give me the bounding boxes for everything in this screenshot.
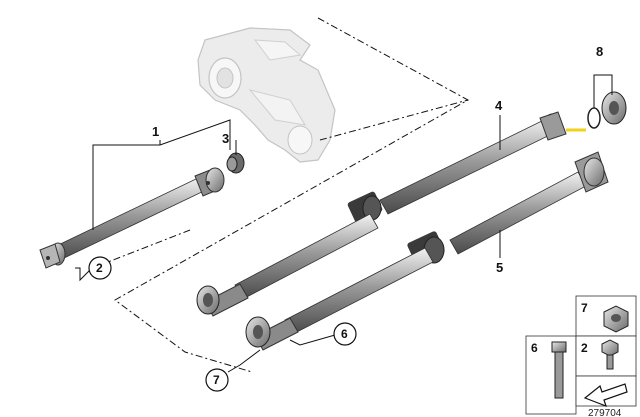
rear-driveshaft-5 — [245, 151, 609, 351]
callout-circle-7: 7 — [205, 368, 229, 392]
legend-bolt-label: 6 — [531, 341, 538, 355]
svg-text:2: 2 — [96, 261, 103, 275]
legend-box-screw: 2 — [575, 335, 637, 377]
callout-circle-6: 6 — [333, 322, 357, 346]
diagram-reference-number: 279704 — [588, 408, 622, 417]
transfer-case-gearbox — [197, 27, 336, 163]
callout-3: 3 — [222, 131, 229, 146]
legend-box-nut: 7 — [575, 295, 637, 337]
flange-and-o-ring-8 — [587, 91, 627, 129]
callout-4: 4 — [495, 98, 503, 113]
legend-box-bolt: 6 — [525, 335, 577, 415]
callout-leaders — [75, 74, 613, 373]
callout-1: 1 — [152, 124, 159, 139]
rear-driveshaft-4 — [196, 111, 567, 317]
legend-box-arrow — [575, 375, 637, 408]
legend-screw-label: 2 — [581, 341, 588, 355]
seal-boot-3 — [226, 152, 245, 174]
assembly-leader-lines — [107, 17, 470, 373]
callout-circle-2: 2 — [88, 256, 112, 280]
svg-text:6: 6 — [341, 327, 348, 341]
callout-8: 8 — [596, 44, 603, 59]
svg-text:7: 7 — [213, 373, 220, 387]
legend-nut-label: 7 — [581, 301, 588, 315]
front-driveshaft-1 — [39, 167, 225, 269]
direction-arrow-icon — [583, 383, 628, 408]
callout-5: 5 — [496, 260, 503, 275]
